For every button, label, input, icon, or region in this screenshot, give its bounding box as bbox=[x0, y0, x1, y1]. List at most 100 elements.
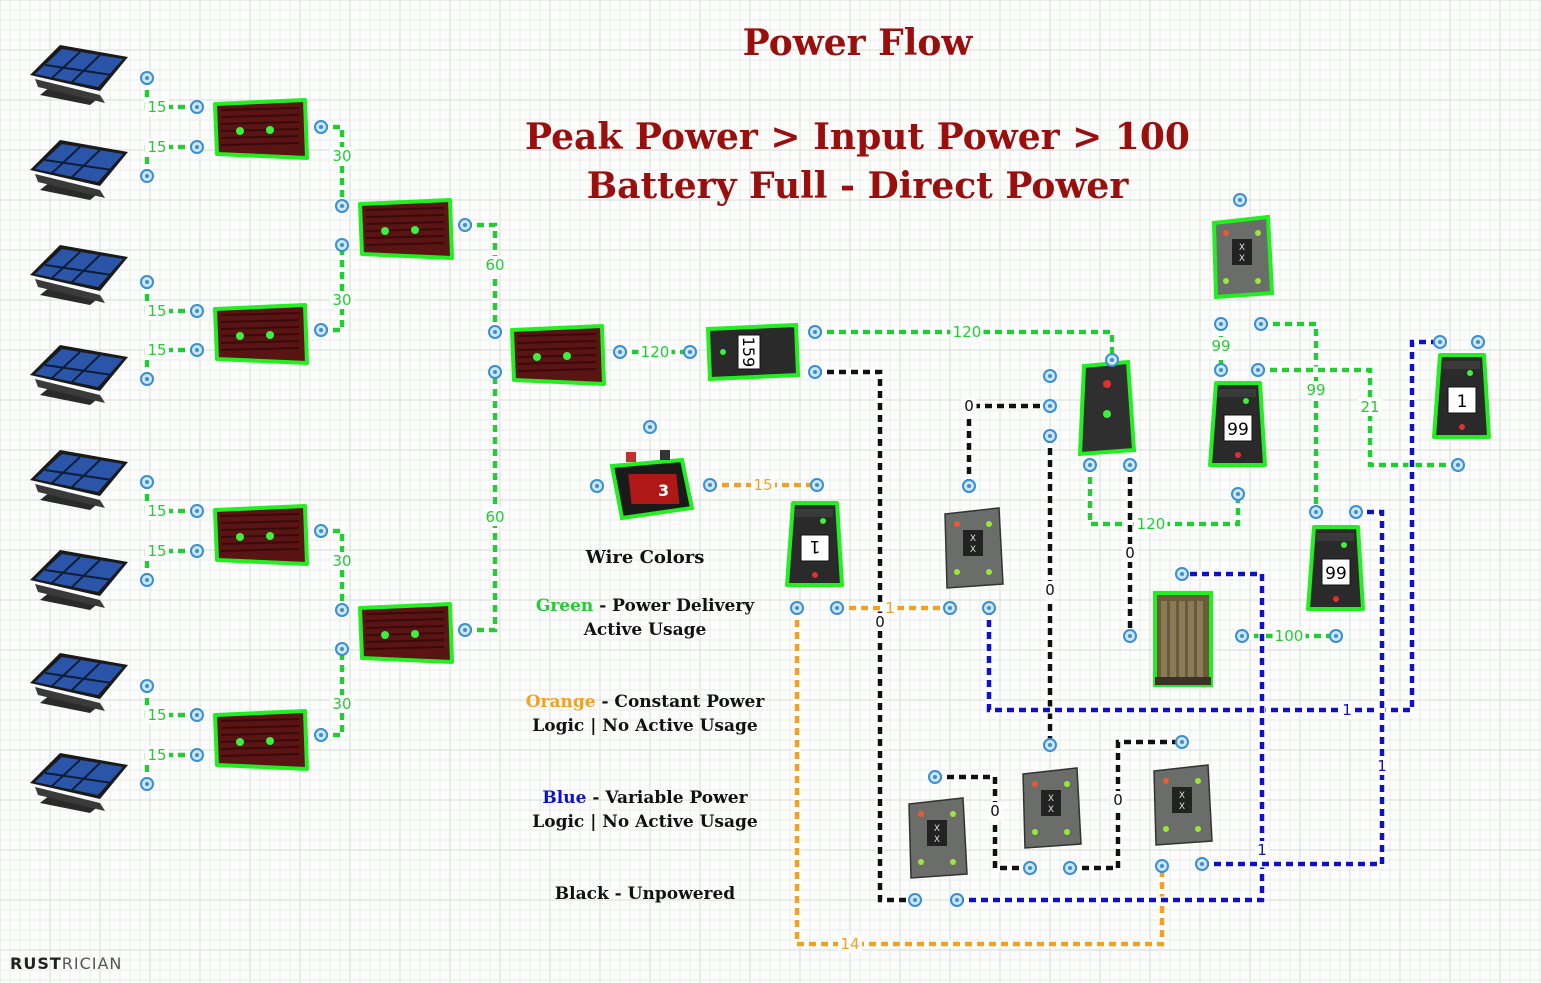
solar-base bbox=[35, 79, 105, 103]
branch-top bbox=[1442, 361, 1480, 369]
wire-label-text: 15 bbox=[147, 138, 166, 156]
wire-label-bg bbox=[1358, 398, 1382, 416]
wire-label-text: 15 bbox=[147, 98, 166, 116]
electrical-branch-icon: 99 bbox=[1306, 525, 1365, 611]
port-dot bbox=[1048, 743, 1052, 747]
solar-grid bbox=[44, 251, 113, 283]
wire-label-text: 0 bbox=[875, 613, 885, 631]
status-led bbox=[1163, 778, 1169, 784]
combiner-vent bbox=[517, 333, 597, 337]
wire-label: 30 bbox=[330, 552, 354, 570]
port-dot bbox=[1180, 572, 1184, 576]
wire-label-bg bbox=[145, 302, 169, 320]
legend-blue-sub: Logic | No Active Usage bbox=[532, 812, 758, 832]
battery-terminal bbox=[626, 452, 636, 462]
wire-label-bg bbox=[330, 291, 354, 309]
wire-label: 14 bbox=[838, 935, 862, 953]
combiner-vent bbox=[365, 228, 445, 232]
port-dot bbox=[340, 608, 344, 612]
status-led bbox=[986, 521, 992, 527]
wire bbox=[1261, 321, 1319, 512]
solar-panel-icon bbox=[30, 753, 128, 813]
wire bbox=[794, 608, 1165, 947]
wire-label-bg bbox=[1042, 581, 1058, 599]
combiner-vent bbox=[220, 114, 300, 118]
port-dot bbox=[145, 578, 149, 582]
combiner-vent bbox=[220, 333, 300, 337]
wire-outline bbox=[321, 527, 346, 610]
combiner-vent bbox=[365, 221, 445, 225]
wire-label-bg bbox=[330, 695, 354, 713]
logic-glyph: X bbox=[934, 824, 940, 834]
wire-label-bg bbox=[483, 256, 507, 274]
port-dot bbox=[987, 606, 991, 610]
wire-label: 1 bbox=[882, 599, 898, 617]
port-dot bbox=[595, 484, 599, 488]
port-dot bbox=[618, 350, 622, 354]
battery-cell bbox=[1161, 601, 1167, 677]
status-led bbox=[411, 630, 419, 638]
branch-value: 99 bbox=[1325, 564, 1347, 584]
wire-label-text: 15 bbox=[147, 341, 166, 359]
solar-cells bbox=[35, 144, 123, 182]
electrical-blocker-icon bbox=[1077, 359, 1137, 457]
wire-label-bg bbox=[145, 502, 169, 520]
wire-label-text: 15 bbox=[147, 502, 166, 520]
status-led bbox=[918, 811, 924, 817]
wire-label-text: 14 bbox=[840, 935, 859, 953]
electrical-branch-icon: 1 bbox=[785, 501, 844, 587]
solar-stand bbox=[40, 695, 100, 713]
logic-panel bbox=[963, 530, 983, 556]
wire-outline bbox=[465, 372, 499, 634]
port-dot bbox=[340, 647, 344, 651]
wire bbox=[465, 372, 498, 633]
port-dot bbox=[1110, 358, 1114, 362]
solar-cells bbox=[35, 249, 123, 287]
status-led bbox=[1032, 829, 1038, 835]
wire-label-bg bbox=[882, 599, 898, 617]
branch-value: 1 bbox=[1457, 392, 1468, 412]
battery-cell bbox=[1197, 601, 1203, 677]
solar-base bbox=[35, 484, 105, 508]
wire-label-text: 60 bbox=[485, 256, 504, 274]
solar-grid bbox=[44, 759, 113, 791]
solar-grid bbox=[44, 146, 113, 178]
wire-label-text: 99 bbox=[1306, 381, 1325, 399]
status-led bbox=[986, 569, 992, 575]
meter-display bbox=[737, 334, 761, 370]
wire-label-bg bbox=[145, 706, 169, 724]
port-dot bbox=[195, 348, 199, 352]
wire-label-text: 15 bbox=[147, 542, 166, 560]
battery-terminal bbox=[660, 450, 670, 460]
electrical-combiner-icon bbox=[213, 504, 309, 566]
wire-label-text: 15 bbox=[147, 302, 166, 320]
solar-panel-icon bbox=[30, 45, 128, 105]
status-led bbox=[720, 349, 726, 355]
solar-cells bbox=[35, 657, 123, 695]
combiner-vent bbox=[220, 718, 300, 722]
wire-label: 99 bbox=[1209, 337, 1233, 355]
port-dot bbox=[195, 509, 199, 513]
combiner-vent bbox=[365, 618, 445, 622]
port-dot bbox=[145, 480, 149, 484]
port-dot bbox=[1088, 463, 1092, 467]
wire-label: 0 bbox=[961, 397, 977, 415]
wire-label-bg bbox=[483, 508, 507, 526]
port-dot bbox=[145, 684, 149, 688]
combiner-vent bbox=[220, 541, 300, 545]
port-dot bbox=[1354, 510, 1358, 514]
port-dot bbox=[1160, 864, 1164, 868]
combiner-vent bbox=[220, 121, 300, 125]
combiner-vent bbox=[220, 326, 300, 330]
status-led bbox=[812, 572, 818, 578]
wire-label: 15 bbox=[145, 302, 169, 320]
solar-grid bbox=[44, 51, 113, 83]
branch-value: 1 bbox=[810, 536, 821, 556]
port-dot bbox=[493, 330, 497, 334]
legend-orange-word: Orange bbox=[525, 692, 596, 712]
wire-label: 21 bbox=[1358, 398, 1382, 416]
legend-green-word: Green bbox=[535, 596, 594, 616]
wire-label-bg bbox=[1254, 841, 1270, 859]
wire-label-text: 30 bbox=[332, 695, 351, 713]
